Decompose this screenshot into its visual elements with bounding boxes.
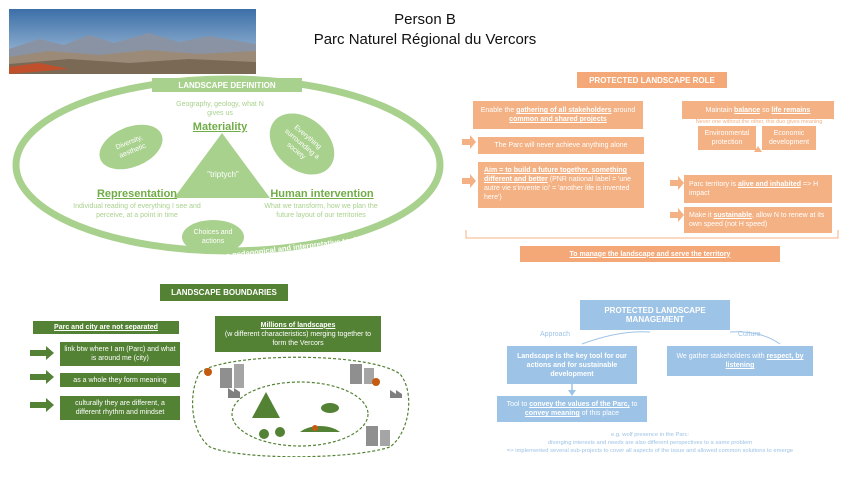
role-connectors (462, 135, 839, 239)
tool-u2: convey meaning (524, 410, 580, 417)
env-box: Environmental protection (698, 126, 756, 150)
note-line-2: diverging interests and needs are also d… (547, 440, 753, 446)
boundary-item-1: link btw where I am (Parc) and what is a… (60, 342, 180, 366)
tool-convey-box: Tool to convey the values of the Parc, t… (497, 396, 647, 422)
management-note: e.g. wolf presence in the Parc: divergin… (490, 431, 810, 455)
person-title: Person B (394, 11, 456, 28)
parc-title: Parc Naturel Régional du Vercors (313, 31, 537, 48)
sust-post: , allow N to renew at its own speed (not… (689, 212, 825, 228)
tool-u1: convey the values of the Parc, (529, 401, 630, 408)
sust-pre: Make it (689, 212, 714, 219)
choices-bubble: Choices and actions (182, 220, 244, 254)
sust-u: sustainable (713, 212, 753, 219)
boundary-item-2: as a whole they form meaning (60, 373, 180, 387)
respect-u: respect, by listening (725, 353, 804, 369)
aim-rest: (PNR national label = 'une autre vie s'i… (484, 176, 632, 201)
boundary-item-3: culturally they are different, a differe… (60, 396, 180, 420)
sustainable-box: Make it sustainable, allow N to renew at… (684, 207, 832, 233)
role-badge: PROTECTED LANDSCAPE ROLE (577, 72, 727, 88)
aim-box: Aim = to build a future together, someth… (478, 162, 644, 208)
gather-u2: common and shared projects (509, 116, 607, 123)
tool-mid: to (629, 401, 638, 408)
tool-post: of this place (579, 410, 620, 417)
gather-respect-box: We gather stakeholders with respect, by … (667, 346, 813, 376)
alive-pre: Parc territory is (689, 181, 739, 188)
alive-box: Parc territory is alive and inhabited =>… (684, 175, 832, 203)
representation-label: Representation (96, 188, 178, 200)
aim-underlined: Aim = to build a future together, someth… (484, 167, 627, 183)
gather-pre: Enable the (480, 107, 517, 114)
materiality-text: Geography, geology, what N gives us (176, 101, 264, 117)
balance-note: Never one without the other, this duo gi… (695, 119, 823, 125)
boundaries-arrows (30, 346, 54, 412)
materiality-label: Materiality (192, 121, 248, 133)
respect-pre: We gather stakeholders with (676, 353, 767, 360)
tool-pre: Tool to (506, 401, 530, 408)
balance-mid: so (760, 107, 772, 114)
note-line-1: e.g. wolf presence in the Parc: (611, 432, 689, 438)
gather-u1: gathering of all stakeholders (516, 107, 612, 114)
human-label: Human intervention (270, 188, 374, 200)
millions-sub: (w different characteristics) merging to… (224, 330, 372, 347)
human-text: What we transform, how we plan the futur… (264, 203, 378, 219)
landscape-illustration (191, 356, 410, 457)
boundaries-left-header: Parc and city are not separated (33, 321, 179, 334)
gather-box: Enable the gathering of all stakeholders… (473, 101, 643, 129)
definition-badge: LANDSCAPE DEFINITION (152, 78, 302, 92)
role-bottom-box: To manage the landscape and serve the te… (520, 246, 780, 262)
never-box: The Parc will never achieve anything alo… (478, 137, 644, 154)
management-connectors (568, 331, 781, 396)
gather-mid: around (611, 107, 636, 114)
triptych-label: "triptych" (207, 170, 239, 179)
boundaries-badge: LANDSCAPE BOUNDARIES (160, 284, 288, 301)
culture-label: Culture (738, 331, 761, 338)
balance-u2: life remains (771, 107, 811, 114)
millions-box: Millions of landscapes (w different char… (215, 316, 381, 352)
balance-u1: balance (734, 107, 761, 114)
key-tool-box: Landscape is the key tool for our action… (507, 346, 637, 384)
millions-title: Millions of landscapes (260, 321, 336, 329)
alive-post: => H impact (689, 181, 819, 197)
note-line-3: => implemented several sub-projects to c… (506, 448, 794, 454)
landscape-photo (9, 9, 256, 74)
representation-text: Individual reading of everything I see a… (73, 203, 201, 219)
management-badge: PROTECTED LANDSCAPE MANAGEMENT (580, 300, 730, 330)
alive-u: alive and inhabited (738, 181, 802, 188)
balance-box: Maintain balance so life remains (682, 101, 834, 119)
approach-label: Approach (540, 331, 570, 338)
econ-box: Economic development (762, 126, 816, 150)
balance-pre: Maintain (705, 107, 735, 114)
